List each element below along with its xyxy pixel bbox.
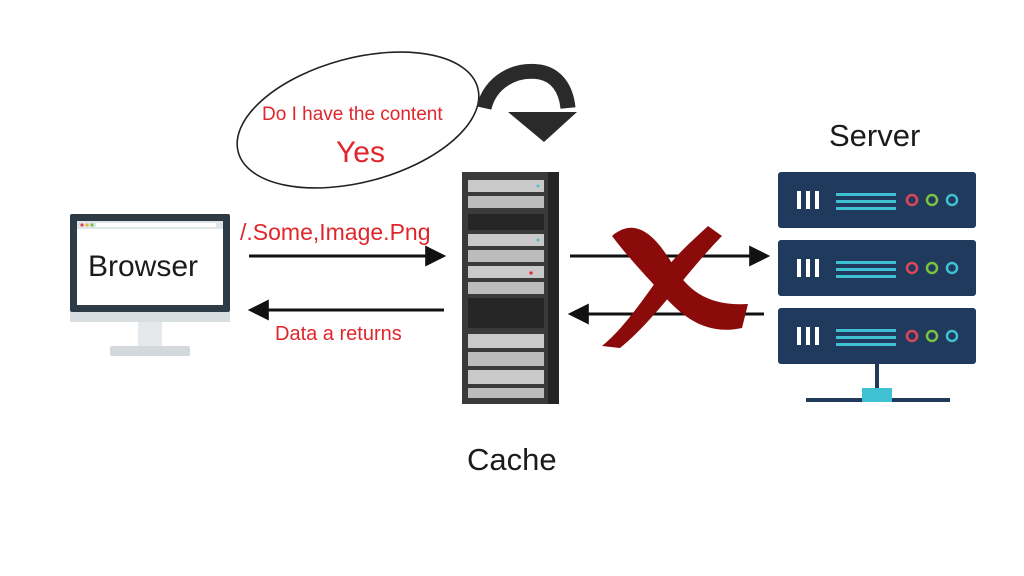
server-stack-icon — [778, 172, 976, 402]
thought-bubble — [236, 51, 480, 189]
cache-answer-text: Yes — [336, 136, 385, 169]
cache-label: Cache — [467, 442, 557, 477]
server-rack-icon — [462, 172, 559, 404]
request-label: /.Some,Image.Png — [240, 219, 431, 245]
curved-arrow-down-icon — [476, 63, 577, 142]
server-unit — [778, 308, 976, 364]
server-unit — [778, 172, 976, 228]
monitor-icon — [70, 214, 230, 356]
x-mark-icon — [602, 226, 748, 348]
response-label: Data a returns — [275, 323, 402, 345]
server-label: Server — [829, 118, 921, 153]
cache-question-text: Do I have the content — [262, 104, 443, 125]
browser-label: Browser — [88, 250, 199, 283]
server-unit — [778, 240, 976, 296]
